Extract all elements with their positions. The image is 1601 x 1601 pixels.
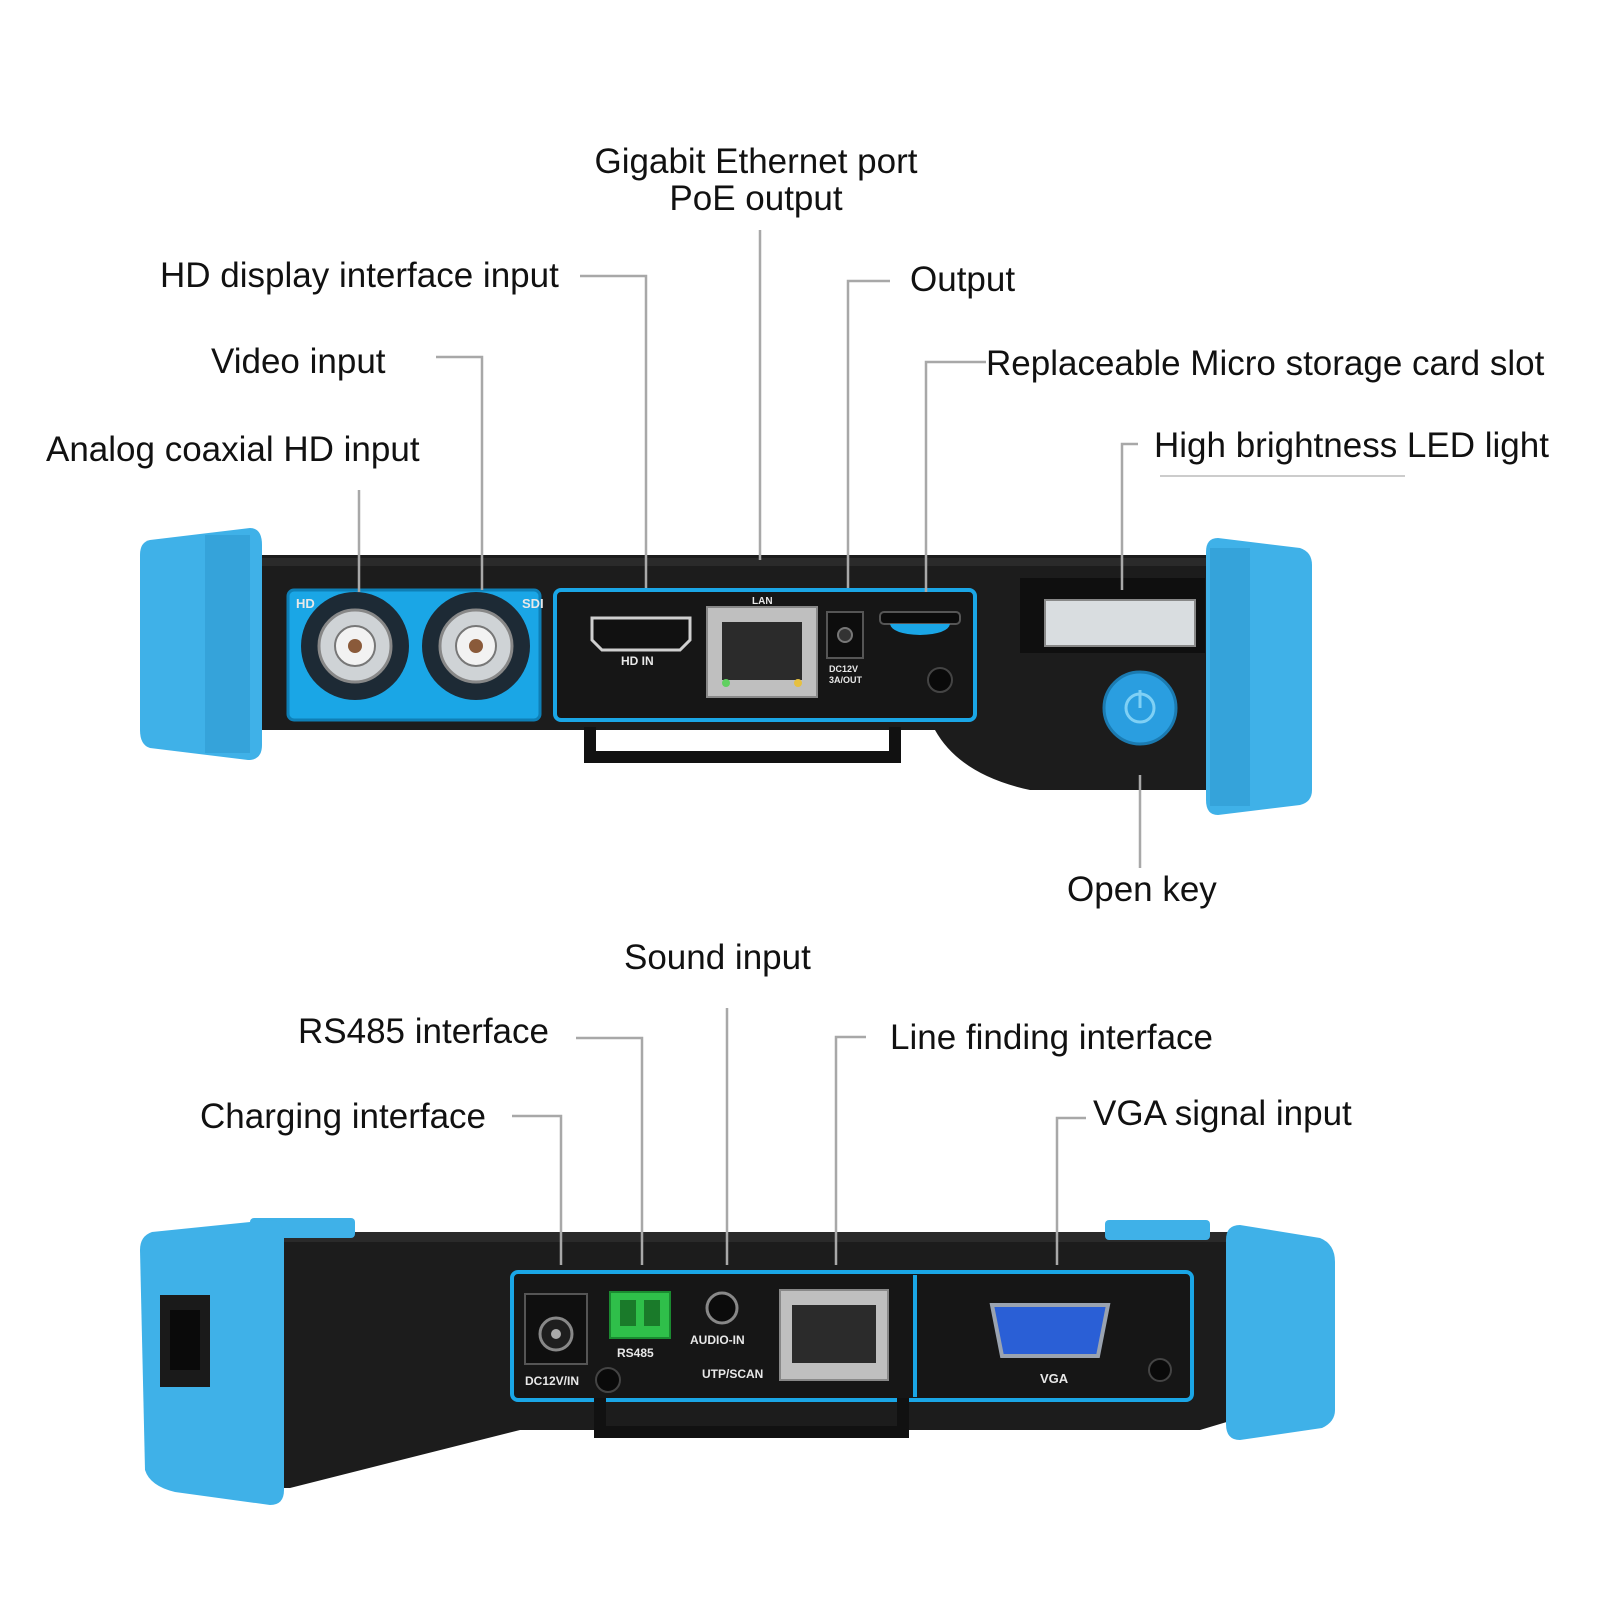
- leader-output: [846, 279, 890, 588]
- vga-signal-input-label: VGA signal input: [1093, 1094, 1352, 1133]
- rs485-label: RS485: [617, 1346, 654, 1360]
- line-finding-label: Line finding interface: [890, 1018, 1213, 1057]
- top-right-bumper: [1206, 538, 1312, 815]
- audio-in-label: AUDIO-IN: [690, 1333, 745, 1347]
- top-kickstand: [584, 727, 901, 763]
- power-button[interactable]: [1102, 670, 1178, 746]
- out-3a-label: 3A/OUT: [829, 675, 863, 685]
- hd-in-label: HD IN: [621, 654, 654, 668]
- audio-in-jack: AUDIO-IN UTP/SCAN: [690, 1291, 763, 1381]
- top-port-panel: HD IN LAN DC12V 3A/OUT: [553, 588, 977, 722]
- bottom-right-bumper: [1226, 1225, 1335, 1440]
- leader-line-finding: [834, 1035, 866, 1265]
- leader-lines: [357, 230, 1142, 1265]
- bottom-port-panel: DC12V/IN RS485 AUDIO-IN UTP/SCAN VGA: [510, 1270, 1194, 1402]
- utp-scan-label: UTP/SCAN: [702, 1367, 763, 1381]
- analog-bnc-connector: [301, 592, 409, 700]
- sdi-panel-label: SDI: [522, 596, 544, 611]
- sdi-bnc-connector: [422, 592, 530, 700]
- leader-rs485: [576, 1036, 644, 1265]
- rs485-interface-label: RS485 interface: [298, 1012, 549, 1051]
- rs485-terminal: RS485: [609, 1291, 671, 1360]
- leader-hd-display: [580, 274, 648, 588]
- hd-panel-label: HD: [296, 596, 315, 611]
- dc-out-jack: DC12V 3A/OUT: [826, 611, 864, 685]
- dc12v-in-label: DC12V/IN: [525, 1374, 579, 1388]
- leader-charging: [512, 1114, 563, 1265]
- vga-label: VGA: [1040, 1371, 1069, 1386]
- gigabit-ethernet-callout: Gigabit Ethernet port PoE output: [556, 142, 956, 218]
- vga-port: VGA: [989, 1303, 1172, 1386]
- sound-input-label: Sound input: [624, 938, 811, 977]
- micro-card-slot-label: Replaceable Micro storage card slot: [986, 344, 1545, 383]
- top-left-bumper: [140, 528, 262, 760]
- micro-card-slot: [879, 611, 961, 693]
- leader-micro-card: [924, 360, 986, 592]
- lan-label: LAN: [752, 596, 773, 607]
- leader-video-input: [436, 355, 484, 590]
- output-label: Output: [910, 260, 1016, 299]
- led-light-window: [1020, 578, 1205, 653]
- open-key-label: Open key: [1067, 870, 1217, 909]
- charging-interface-label: Charging interface: [200, 1097, 486, 1136]
- leader-led-light: [1120, 442, 1138, 590]
- dc-in-jack: DC12V/IN: [524, 1293, 621, 1393]
- bnc-panel: HD SDI: [286, 588, 544, 722]
- utp-scan-port: [779, 1289, 889, 1381]
- dc12v-out-label: DC12V: [829, 664, 858, 674]
- bottom-device: DC12V/IN RS485 AUDIO-IN UTP/SCAN VGA: [140, 1218, 1335, 1505]
- lan-port: LAN: [706, 596, 818, 698]
- leader-vga: [1055, 1116, 1086, 1265]
- bottom-left-bumper: [140, 1220, 284, 1505]
- top-device: HD SDI HD IN: [140, 528, 1312, 815]
- hdmi-port: HD IN: [590, 616, 692, 668]
- hd-display-interface-label: HD display interface input: [160, 256, 559, 295]
- led-light-label: High brightness LED light: [1154, 426, 1549, 465]
- analog-coaxial-label: Analog coaxial HD input: [46, 430, 420, 469]
- poe-output-label: PoE output: [669, 178, 843, 218]
- gigabit-ethernet-label: Gigabit Ethernet port: [594, 142, 918, 181]
- bottom-kickstand: [594, 1398, 909, 1438]
- video-input-label: Video input: [211, 342, 386, 381]
